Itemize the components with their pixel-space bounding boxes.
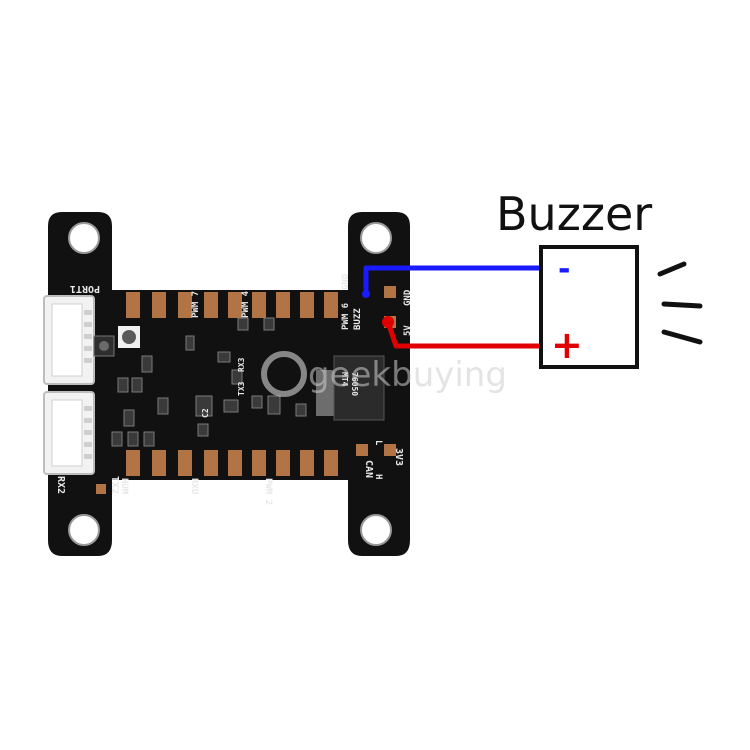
mount-hole-bottom-left bbox=[68, 514, 100, 546]
label-pwm7: PWM 7 bbox=[191, 291, 201, 318]
flight-controller-board: 76050 MT4 bbox=[43, 212, 413, 556]
wires bbox=[362, 265, 556, 349]
positive-solder-dot bbox=[382, 316, 394, 328]
label-gnd-right: GND bbox=[403, 289, 413, 306]
label-rx3: RX3 bbox=[237, 357, 246, 372]
connector-port1 bbox=[43, 295, 95, 385]
label-can: CAN bbox=[363, 460, 374, 478]
sound-lines-icon bbox=[657, 261, 703, 345]
label-can-h: H bbox=[373, 474, 383, 479]
label-3v3: 3V3 bbox=[393, 448, 404, 466]
label-rx2: RX2 bbox=[55, 476, 66, 494]
buzzer-plus-sign: + bbox=[551, 323, 583, 367]
mount-hole-bottom-right bbox=[360, 514, 392, 546]
mounting-holes bbox=[68, 222, 392, 546]
chip-label-a: 76050 bbox=[350, 372, 359, 396]
label-pwm6: PWM 6 bbox=[341, 303, 351, 330]
watermark: geekbuying bbox=[261, 351, 507, 397]
label-port1: PORT1 bbox=[70, 283, 100, 294]
label-pwm2: PWM 2 bbox=[263, 478, 273, 505]
buzzer-symbol: Buzzer - + bbox=[496, 187, 703, 369]
label-tx2: TX2 bbox=[109, 476, 120, 494]
label-5v: 5V bbox=[403, 325, 413, 336]
connector-rx2-tx2 bbox=[43, 391, 95, 475]
label-gnd-top: GND bbox=[341, 273, 351, 290]
buzzer-box bbox=[539, 245, 639, 369]
silkscreen-labels: PORT1 PWM 7 PWM 4 PWM 6 GND BUZZ GND 5V … bbox=[55, 273, 413, 505]
label-c2: C2 bbox=[201, 408, 210, 418]
small-ic bbox=[93, 335, 115, 357]
label-hum: HUM bbox=[119, 478, 129, 495]
bottom-solder-pads bbox=[126, 450, 338, 476]
label-buzz: BUZZ bbox=[353, 308, 363, 330]
mount-hole-top-left bbox=[68, 222, 100, 254]
mount-hole-top-right bbox=[360, 222, 392, 254]
chip-label-b: MT4 bbox=[340, 372, 349, 387]
buzzer-minus-sign: - bbox=[558, 252, 570, 287]
buzz-pad bbox=[384, 286, 396, 298]
inductor bbox=[118, 326, 140, 348]
negative-wire bbox=[363, 265, 556, 294]
buzzer-title: Buzzer bbox=[496, 187, 652, 241]
top-solder-pads bbox=[126, 292, 338, 318]
voltage-regulator: 76050 MT4 bbox=[316, 355, 385, 421]
label-can-l: L bbox=[373, 440, 383, 446]
label-pwm4: PWM 4 bbox=[241, 290, 251, 318]
small-pads bbox=[96, 444, 396, 494]
label-tx3: TX3 bbox=[237, 381, 246, 396]
positive-wire bbox=[385, 321, 552, 349]
label-rxu: RXU bbox=[189, 478, 199, 494]
smd-components bbox=[111, 317, 307, 447]
watermark-text: geekbuying bbox=[308, 355, 507, 395]
